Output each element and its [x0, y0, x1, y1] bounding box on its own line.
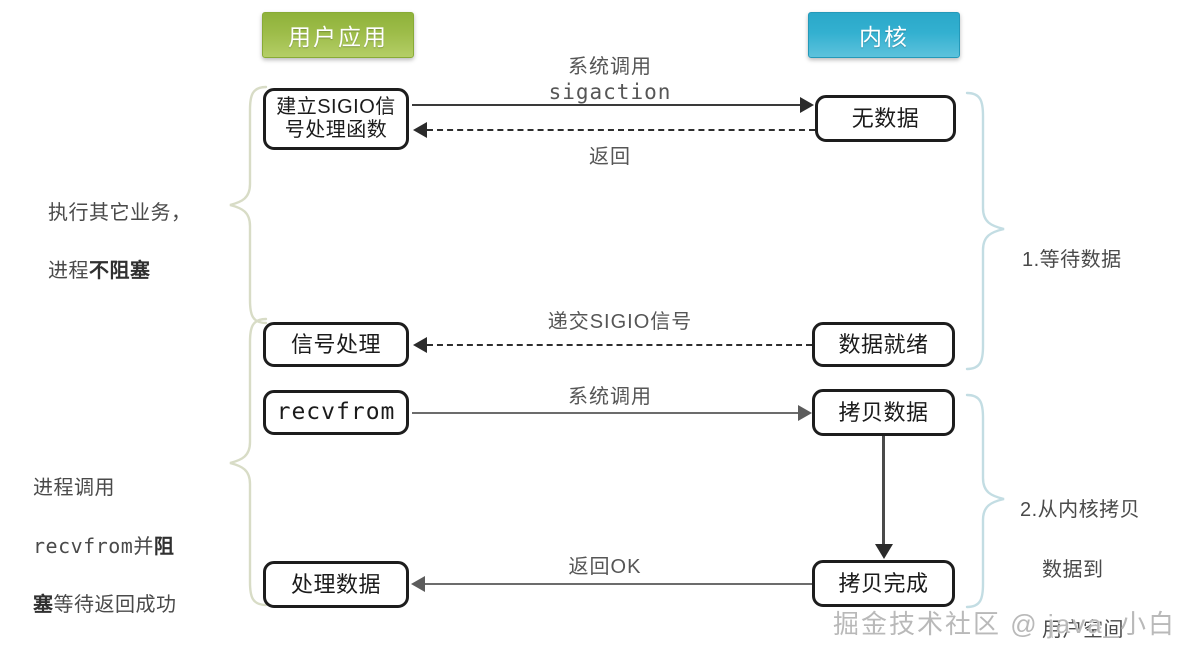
edge-syscall-sigaction-arrowhead: [800, 97, 814, 113]
node-process-data: 处理数据: [263, 561, 409, 608]
watermark: 掘金技术社区 @ java_小白: [833, 609, 1176, 639]
edge-return-label: 返回: [589, 146, 631, 168]
annotation-right-top: 1.等待数据: [1022, 215, 1182, 305]
node-no-data-label: 无数据: [851, 105, 920, 131]
brace-left-top: [229, 85, 268, 325]
edge-syscall-sigaction-line: [412, 104, 802, 106]
annotation-left-top: 执行其它业务， 进程不阻塞: [48, 170, 233, 315]
annotation-left-bottom-line1: 进程调用: [33, 477, 115, 499]
annotation-left-top-line2: 进程不阻塞: [48, 257, 233, 286]
node-signal-handle: 信号处理: [263, 322, 409, 367]
column-header-user: 用户应用: [262, 12, 414, 58]
brace-right-bottom: [965, 393, 1005, 609]
annotation-left-bottom-line2-bold: 阻: [153, 536, 175, 558]
annotation-right-bottom-line1: 2.从内核拷贝: [1020, 499, 1141, 521]
edge-deliver-sigio-label: 递交SIGIO信号: [547, 311, 693, 333]
annotation-right-top-label: 1.等待数据: [1022, 249, 1122, 271]
edge-syscall-arrowhead: [798, 405, 812, 421]
node-setup-handler: 建立SIGIO信 号处理函数: [263, 88, 409, 150]
annotation-left-top-line2-bold: 不阻塞: [89, 260, 151, 282]
node-copy-done: 拷贝完成: [812, 560, 955, 607]
brace-left-bottom: [229, 317, 268, 607]
edge-return-ok-arrowhead: [411, 576, 425, 592]
edge-return-line: [427, 129, 815, 131]
annotation-left-bottom-line3-suffix: 等待返回成功: [53, 594, 177, 616]
node-recvfrom-label: recvfrom: [276, 399, 396, 426]
annotation-left-top-line1: 执行其它业务，: [48, 202, 192, 224]
edge-syscall-sigaction-label-line2: sigaction: [548, 80, 672, 104]
edge-return-arrowhead: [413, 122, 427, 138]
annotation-left-bottom: 进程调用 recvfrom并阻 塞等待返回成功 标示: [33, 445, 233, 651]
column-header-user-label: 用户应用: [288, 24, 388, 50]
node-signal-handle-label: 信号处理: [290, 331, 381, 357]
annotation-right-bottom-line2: 数据到: [1042, 559, 1104, 581]
column-header-kernel: 内核: [808, 12, 960, 58]
node-copy-done-label: 拷贝完成: [838, 570, 929, 596]
node-data-ready-label: 数据就绪: [838, 331, 929, 357]
annotation-left-bottom-line2-suffix: 并: [133, 536, 154, 558]
column-header-kernel-label: 内核: [859, 24, 909, 50]
annotation-left-bottom-line3-bold: 塞: [33, 594, 54, 616]
annotation-left-top-line2-prefix: 进程: [48, 260, 89, 282]
node-no-data: 无数据: [815, 95, 956, 142]
node-process-data-label: 处理数据: [290, 571, 381, 597]
node-data-ready: 数据就绪: [812, 322, 955, 367]
brace-right-top: [965, 91, 1005, 371]
annotation-left-bottom-line2: recvfrom并阻: [33, 532, 233, 562]
edge-syscall-sigaction-label-line1: 系统调用: [568, 56, 652, 78]
edge-return-ok-label: 返回OK: [568, 556, 642, 578]
edge-copy-progress-line: [882, 436, 885, 546]
edge-syscall-label: 系统调用: [568, 386, 652, 408]
edge-deliver-sigio-line: [427, 344, 812, 346]
edge-copy-progress-arrowhead: [875, 544, 893, 559]
node-recvfrom: recvfrom: [263, 390, 409, 435]
annotation-left-bottom-line3: 塞等待返回成功: [33, 591, 233, 620]
edge-deliver-sigio-arrowhead: [413, 337, 427, 353]
annotation-right-bottom-line3: 用户空间: [1042, 619, 1124, 641]
edge-syscall-line: [412, 412, 800, 414]
node-copy-data-label: 拷贝数据: [838, 399, 929, 425]
edge-return-ok-line: [425, 583, 813, 585]
node-setup-handler-label: 建立SIGIO信 号处理函数: [276, 96, 396, 141]
annotation-right-bottom: 2.从内核拷贝 数据到 用户空间: [1020, 465, 1192, 651]
annotation-left-bottom-line2-mono: recvfrom: [33, 534, 134, 558]
node-copy-data: 拷贝数据: [812, 389, 955, 436]
